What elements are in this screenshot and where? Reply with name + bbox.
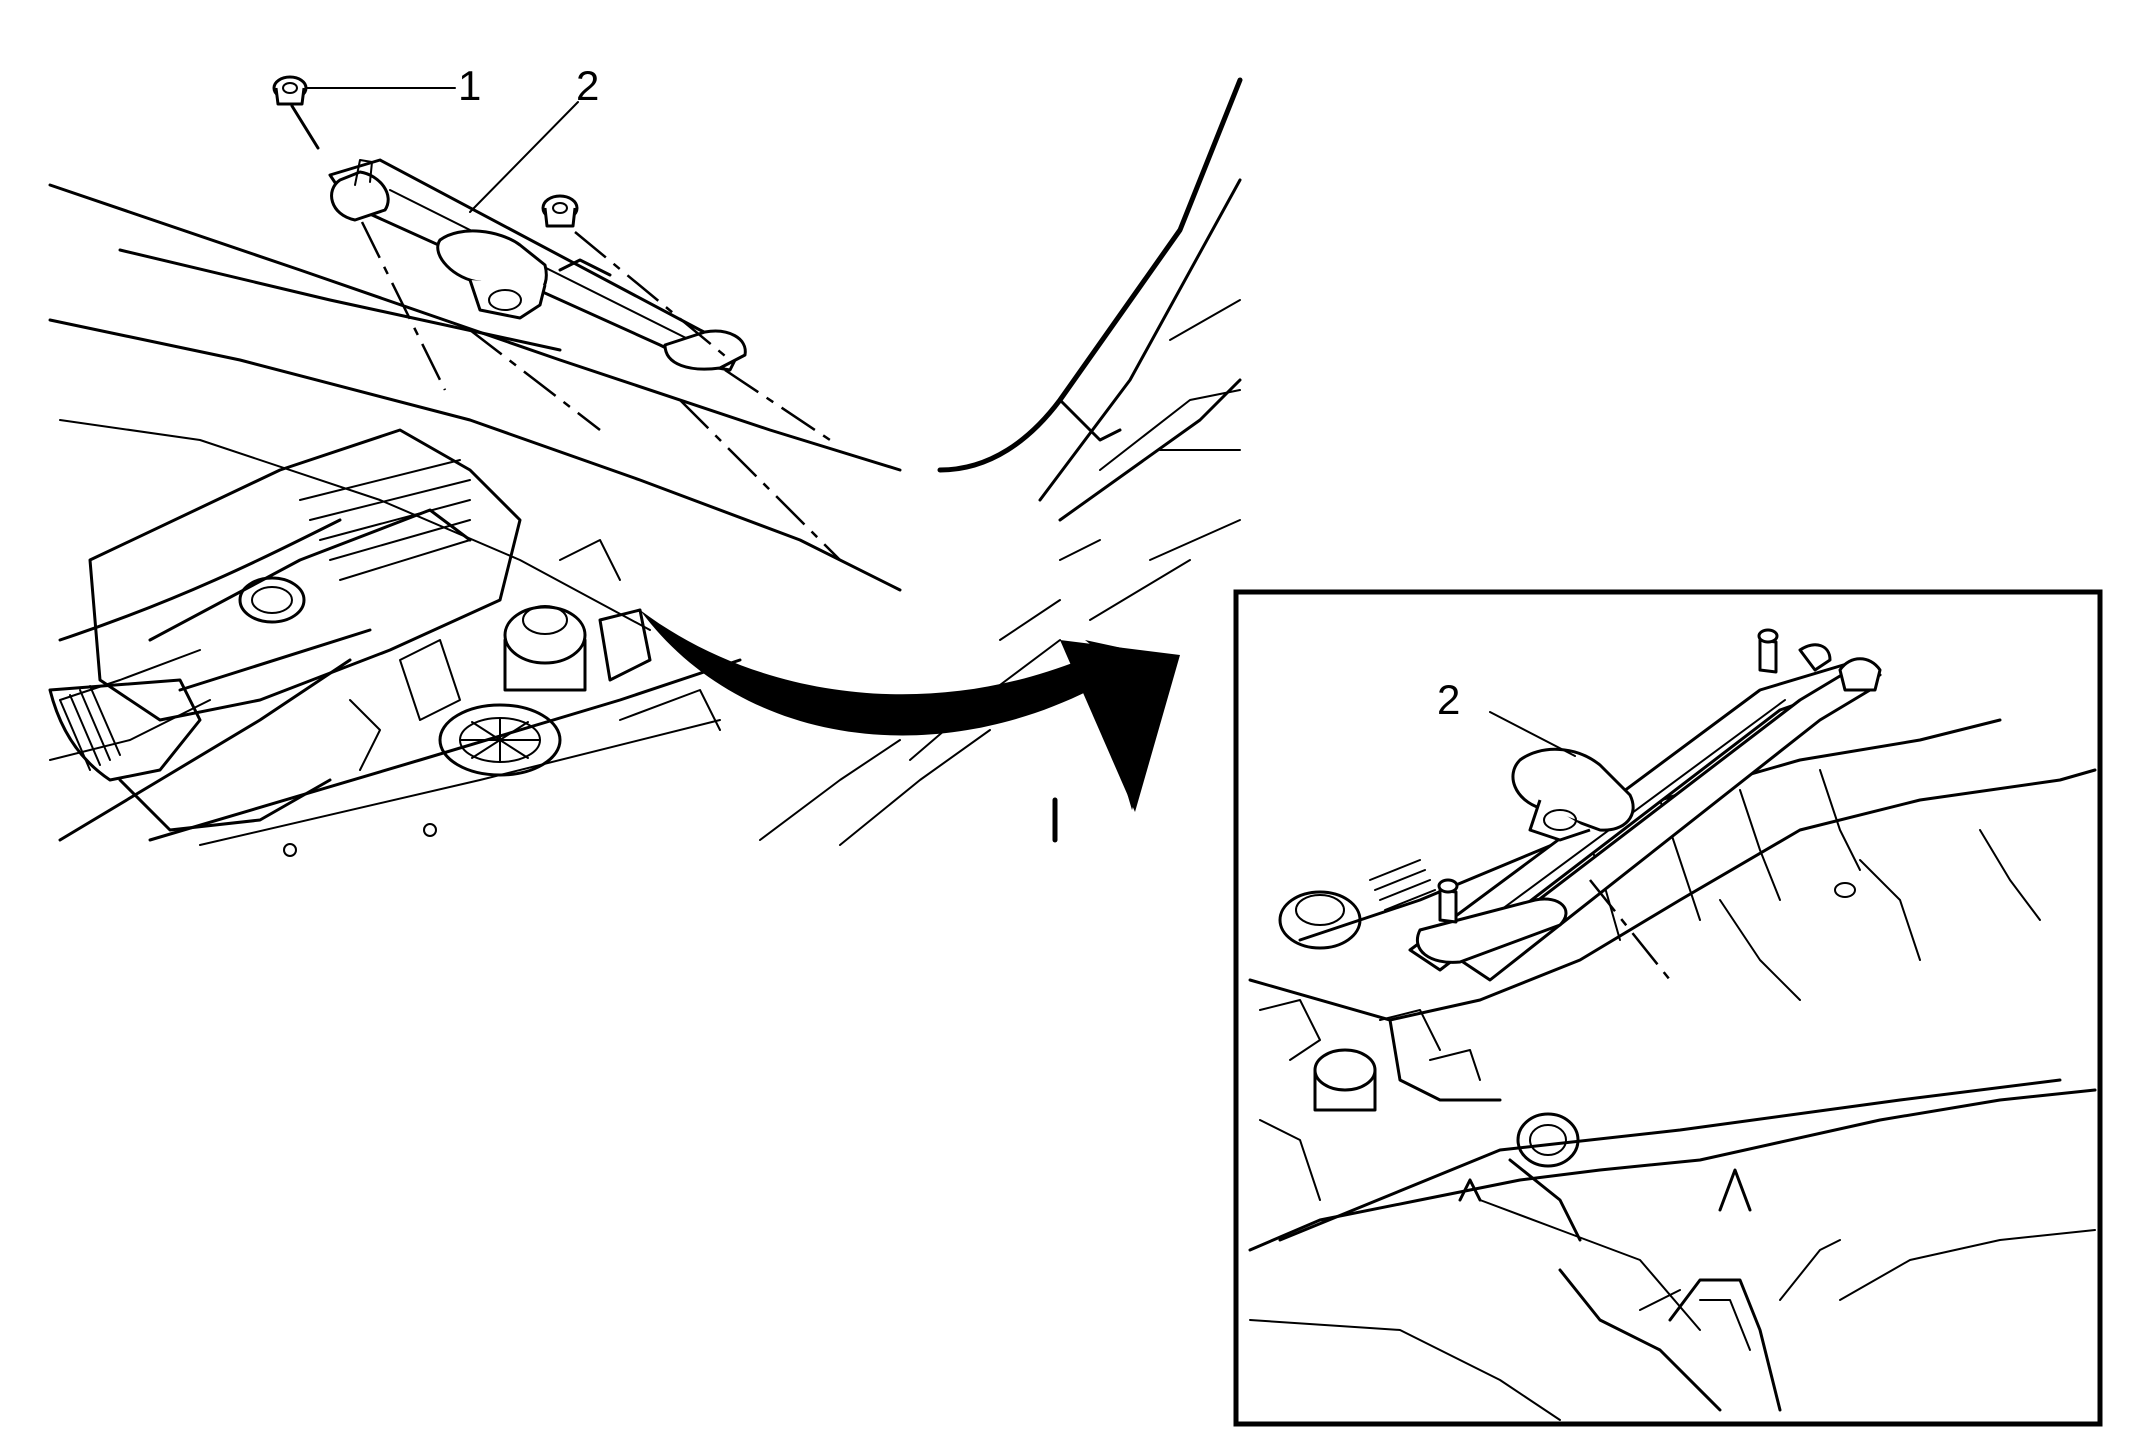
a-pillar bbox=[937, 77, 1243, 641]
callout-1: 1 bbox=[458, 62, 481, 109]
engine-bay-components bbox=[283, 539, 721, 857]
leader-line-2 bbox=[469, 101, 579, 213]
detail-wiper-assembly bbox=[1408, 628, 1882, 982]
detail-callout-2: 2 bbox=[1437, 676, 1460, 723]
callout-2: 2 bbox=[576, 62, 599, 109]
zoom-arrow bbox=[640, 610, 1180, 812]
main-view: 1 2 bbox=[48, 62, 1243, 857]
bolt-2 bbox=[541, 194, 579, 228]
alignment-lines bbox=[360, 221, 841, 561]
detail-frame bbox=[1233, 589, 2103, 1427]
detail-inset: 2 bbox=[1233, 589, 2103, 1427]
engine-cover bbox=[88, 428, 522, 722]
detail-engine-bay bbox=[1259, 859, 1481, 1201]
detail-leader-line-2 bbox=[1489, 711, 1576, 757]
air-intake bbox=[48, 678, 332, 832]
fastener-bolts bbox=[272, 75, 579, 228]
detail-vehicle-body bbox=[1248, 768, 2097, 1421]
wiper-transmission-assembly bbox=[328, 158, 747, 372]
bolt-1 bbox=[272, 75, 320, 150]
